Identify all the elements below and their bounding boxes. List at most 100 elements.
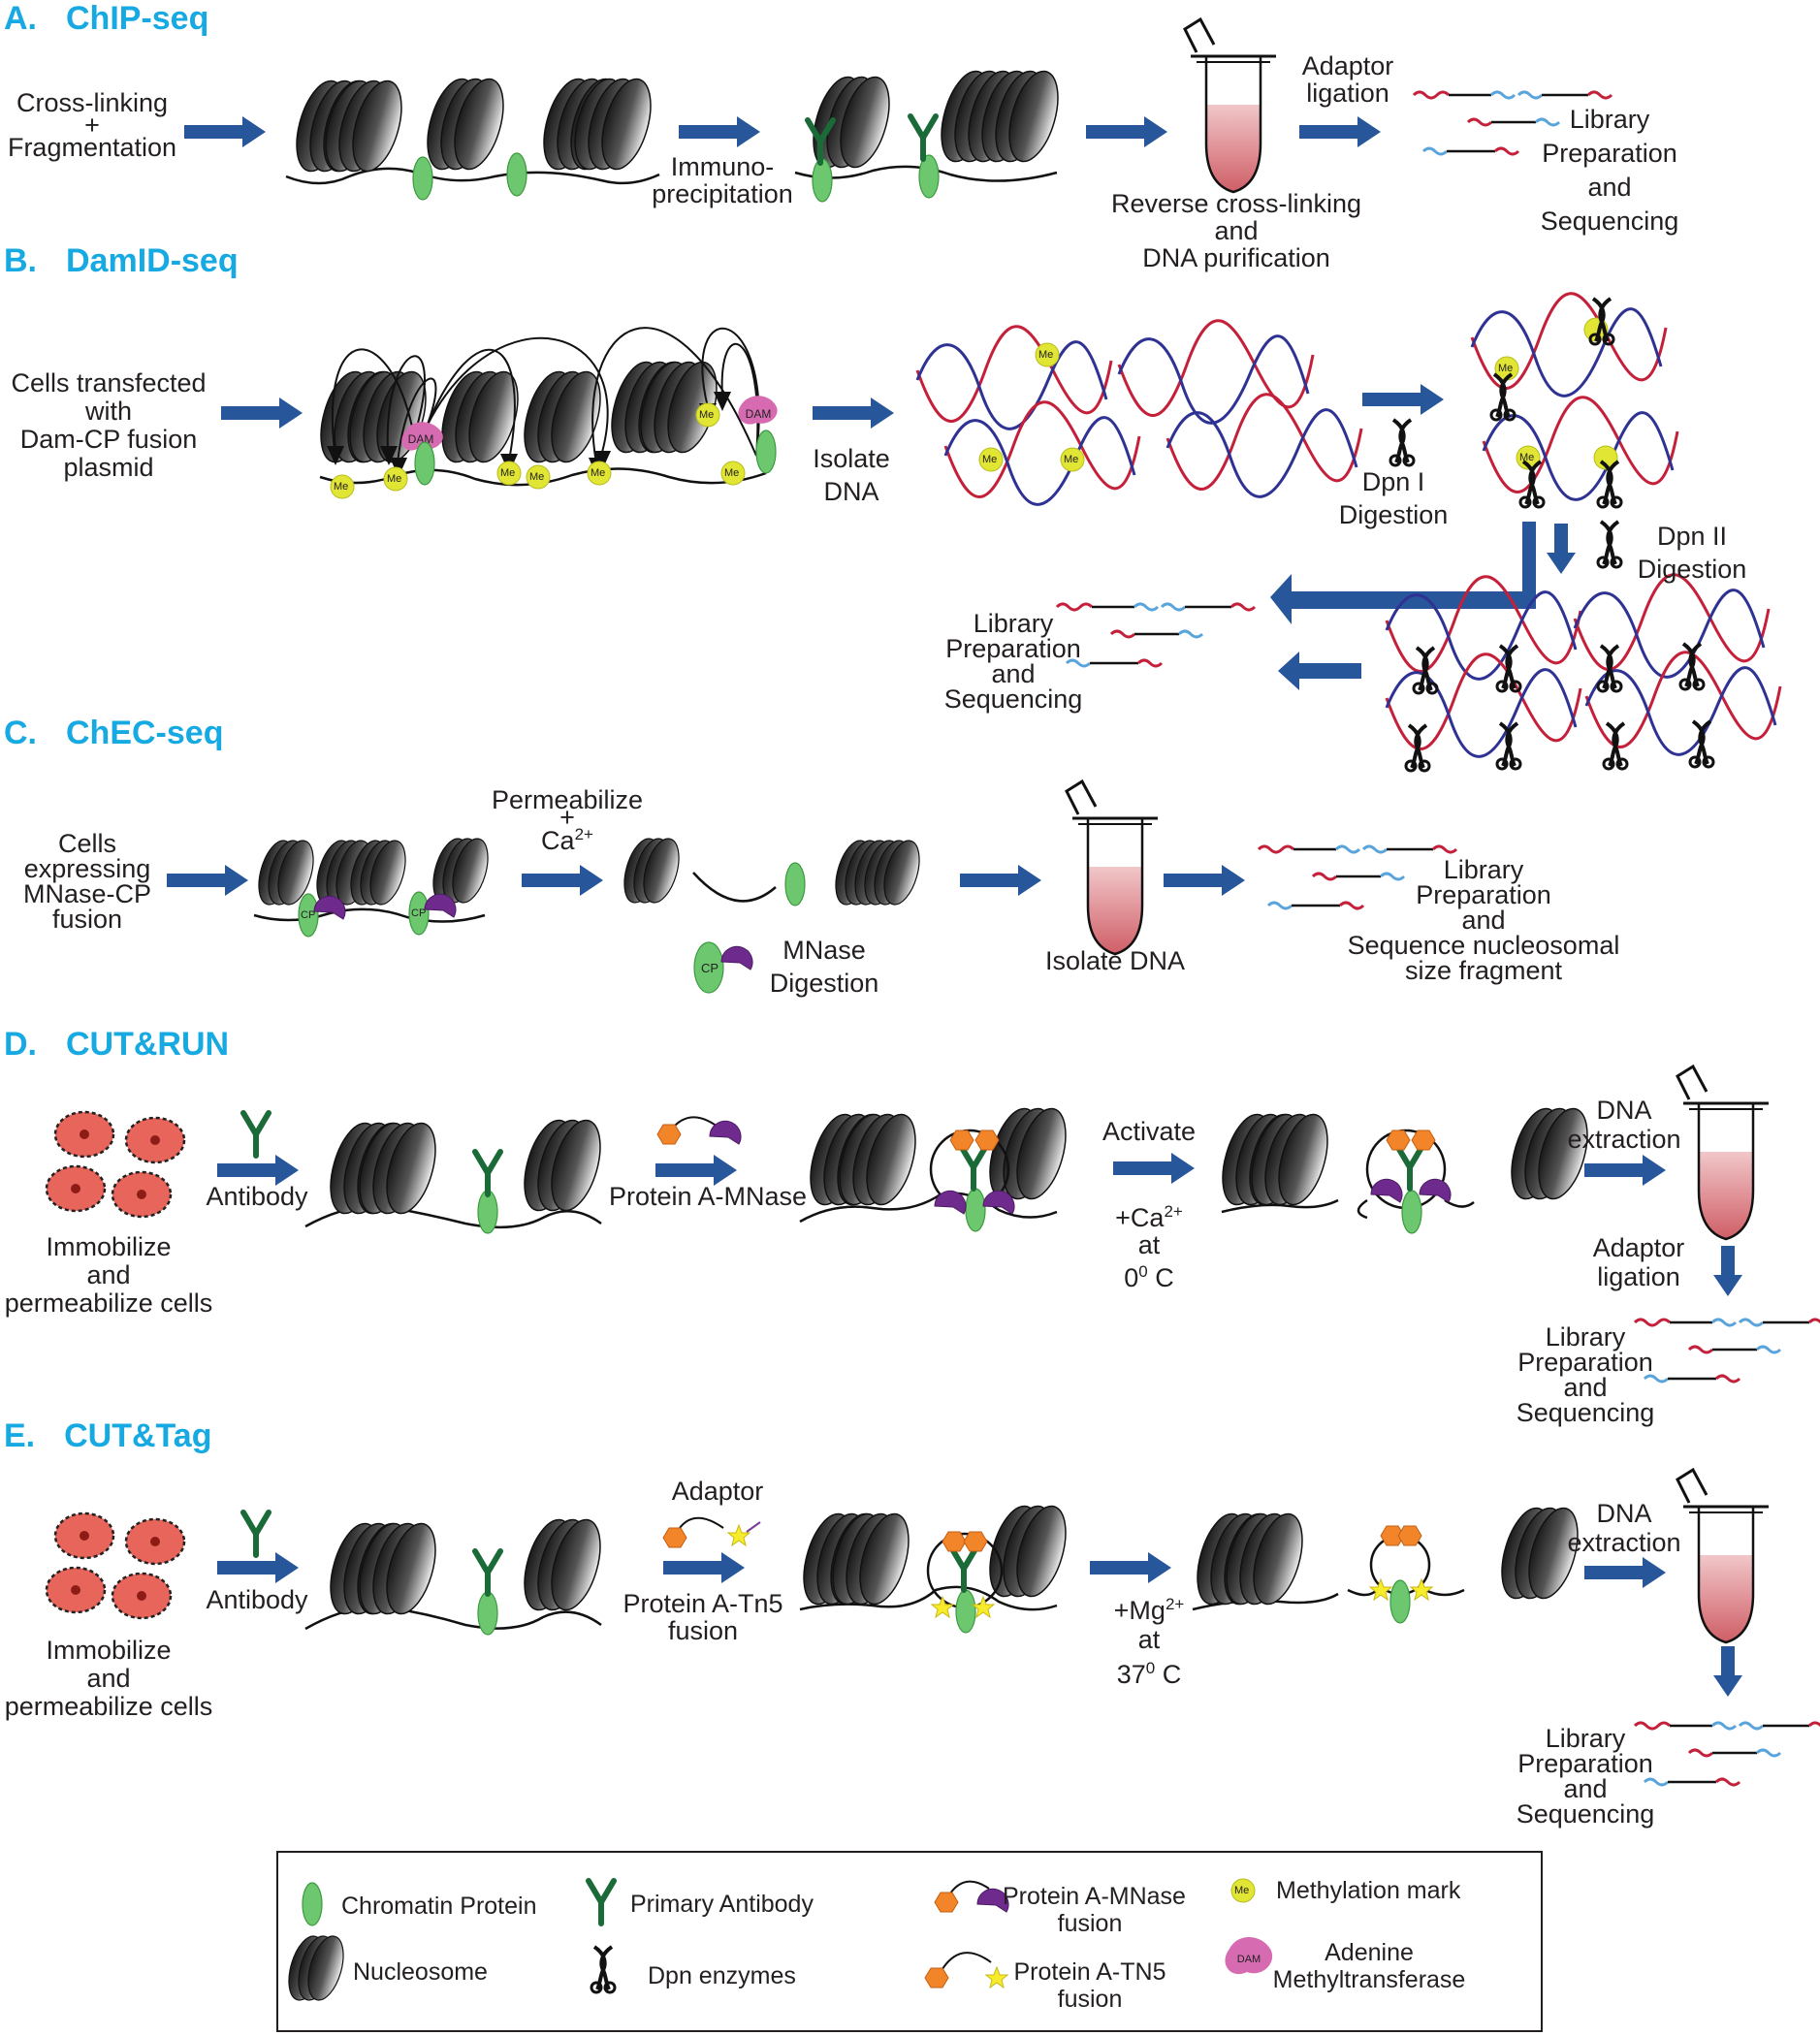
tube-icon xyxy=(1183,17,1278,194)
legend-primary-antibody: Primary Antibody xyxy=(630,1891,814,1918)
protein-a-icon xyxy=(662,1527,687,1548)
arrow-c3 xyxy=(960,865,1041,896)
me-label: Me xyxy=(387,473,402,485)
dna-strand xyxy=(794,165,1058,182)
antibody-icon xyxy=(243,1512,269,1555)
chromatin-protein-icon xyxy=(302,1882,323,1926)
cell-icon xyxy=(124,1517,186,1566)
dna-strand xyxy=(1221,1198,1339,1214)
me-label: Me xyxy=(334,481,349,493)
chromatin-protein-icon xyxy=(414,441,435,486)
arrow-c2 xyxy=(522,865,603,896)
legend-dpn-enzymes: Dpn enzymes xyxy=(648,1962,796,1989)
arrow-c1 xyxy=(167,865,248,896)
nucleosome-icon xyxy=(417,73,514,175)
panel-a-heading: A.ChIP-seq xyxy=(4,0,238,38)
cp-label: CP xyxy=(411,907,427,919)
legend-nucleosome: Nucleosome xyxy=(353,1958,488,1986)
arrow-d4 xyxy=(1584,1155,1666,1186)
chromatin-protein-icon xyxy=(955,1589,976,1634)
legend-box xyxy=(276,1851,1543,2032)
chromatin-protein-icon xyxy=(784,862,806,907)
me-label: Me xyxy=(500,467,516,479)
chromatin-protein-icon xyxy=(477,1591,498,1636)
arrow-a4 xyxy=(1299,116,1381,147)
cell-icon xyxy=(124,1116,186,1164)
tube-icon xyxy=(1676,1468,1771,1644)
chromatin-protein-icon xyxy=(1401,1190,1422,1234)
panel-title: CUT&RUN xyxy=(66,1026,230,1063)
protein-a-icon xyxy=(1411,1129,1436,1151)
cp-label: CP xyxy=(301,909,316,921)
dna-strand xyxy=(692,872,777,903)
arrow-e2 xyxy=(663,1552,745,1583)
adaptor-icon xyxy=(746,1521,761,1533)
chromatin-protein-icon xyxy=(693,941,724,994)
antibody-icon xyxy=(961,1146,986,1189)
tube-icon xyxy=(1065,779,1160,956)
step-label: Immuno-precipitation xyxy=(652,152,793,208)
chromatin-protein-icon xyxy=(1389,1579,1411,1624)
panel-e xyxy=(45,1468,1820,1787)
cell-icon xyxy=(53,1110,115,1159)
panel-d xyxy=(45,1065,1820,1384)
panel-title: ChEC-seq xyxy=(66,715,224,751)
arrow-a1 xyxy=(184,116,266,147)
panel-title: CUT&Tag xyxy=(64,1417,212,1454)
legend-methylation-mark: Methylation mark xyxy=(1276,1877,1461,1904)
antibody-icon xyxy=(475,1152,500,1194)
cell-icon xyxy=(53,1511,115,1560)
step-label: Protein A-MNase xyxy=(608,1182,808,1211)
chromatin-protein-icon xyxy=(412,156,433,201)
antibody-icon xyxy=(910,116,936,159)
step-label: Antibody xyxy=(206,1585,308,1614)
dam-label: DAM xyxy=(746,407,772,421)
panel-letter: E. xyxy=(4,1417,36,1454)
antibody-icon xyxy=(243,1113,269,1156)
me-label: Me xyxy=(982,454,998,465)
tube-icon xyxy=(1676,1065,1771,1241)
me-label: Me xyxy=(724,467,740,479)
panel-letter: D. xyxy=(4,1026,37,1063)
me-label: Me xyxy=(699,409,715,421)
dam-label: DAM xyxy=(1237,1954,1261,1965)
chromatin-protein-icon xyxy=(755,429,777,474)
cell-icon xyxy=(45,1164,107,1213)
me-label: Me xyxy=(1064,454,1079,465)
cell-icon xyxy=(111,1170,173,1219)
tn5-icon xyxy=(931,1596,954,1618)
panel-title: DamID-seq xyxy=(66,242,239,279)
dam-icon xyxy=(1225,1937,1273,1975)
me-label: Me xyxy=(591,467,606,479)
tn5-icon xyxy=(1410,1578,1433,1601)
protein-a-icon xyxy=(656,1124,682,1145)
legend-chromatin-protein: Chromatin Protein xyxy=(341,1893,537,1920)
dna-helix xyxy=(943,400,1141,506)
me-label: Me xyxy=(1498,363,1514,374)
legend: DAM xyxy=(276,1851,1543,2032)
panel-c-heading: C. ChEC-seq xyxy=(4,715,252,752)
cell-icon xyxy=(111,1572,173,1620)
panel-b-heading: B.DamID-seq xyxy=(4,242,268,280)
tn5-icon xyxy=(727,1524,750,1546)
arrow-b5 xyxy=(1547,524,1576,574)
panel-letter: C. xyxy=(4,715,37,751)
step-label: Adaptor xyxy=(671,1477,764,1506)
cp-label: CP xyxy=(701,961,719,975)
me-label: Me xyxy=(1038,349,1054,361)
panel-d-heading: D. CUT&RUN xyxy=(4,1026,258,1064)
step-label: Activate xyxy=(1102,1117,1197,1146)
panel-title: ChIP-seq xyxy=(66,0,209,37)
